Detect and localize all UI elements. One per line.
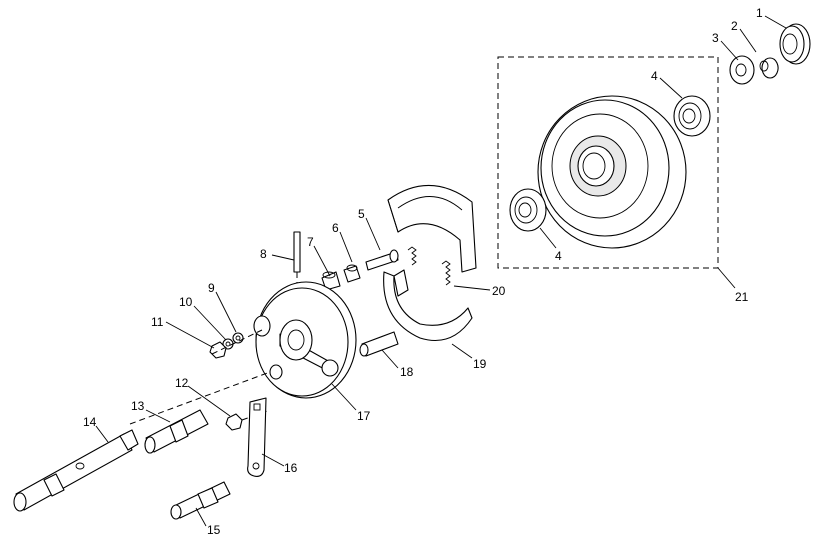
spring-lower [441, 260, 451, 286]
callout-8: 8 [260, 247, 267, 261]
nut-11 [209, 341, 227, 359]
callout-19: 19 [473, 357, 487, 371]
brake-shoe-upper [387, 184, 477, 273]
leader-lines [95, 15, 787, 527]
callout-4-upper: 4 [651, 69, 658, 83]
wheel-hub [537, 95, 687, 249]
callout-labels: 1 2 3 4 4 5 6 7 8 9 10 11 12 13 14 15 16… [83, 6, 763, 537]
snap-ring-2 [759, 57, 779, 79]
callout-2: 2 [731, 19, 738, 33]
callout-17: 17 [357, 409, 371, 423]
callout-4-lower: 4 [555, 249, 562, 263]
callout-13: 13 [131, 399, 145, 413]
washer-3 [729, 55, 755, 85]
callout-20: 20 [492, 284, 506, 298]
callout-18: 18 [400, 365, 414, 379]
cam-shaft-13 [144, 409, 209, 454]
backing-plate [253, 281, 357, 399]
callout-14: 14 [83, 415, 97, 429]
callout-6: 6 [332, 221, 339, 235]
callout-21: 21 [735, 290, 749, 304]
nut-12 [225, 413, 243, 431]
bushing-6 [343, 264, 361, 283]
callout-5: 5 [358, 207, 365, 221]
callout-10: 10 [179, 295, 193, 309]
callout-7: 7 [307, 235, 314, 249]
callout-3: 3 [712, 31, 719, 45]
shaft-14 [13, 429, 139, 512]
washer-9 [232, 332, 244, 344]
callout-9: 9 [208, 281, 215, 295]
seal-1 [779, 23, 811, 65]
bearing-upper [673, 95, 711, 137]
callout-16: 16 [284, 461, 298, 475]
lever-16 [247, 397, 267, 477]
bearing-lower [509, 188, 547, 232]
spring-upper [407, 246, 417, 266]
callout-1: 1 [756, 6, 763, 20]
pin-5 [365, 249, 399, 271]
callout-12: 12 [175, 376, 189, 390]
cam-15 [170, 481, 231, 520]
brake-shoe-lower [383, 269, 473, 342]
callout-15: 15 [207, 523, 221, 537]
callout-11: 11 [151, 315, 164, 329]
stud-18 [359, 331, 399, 357]
